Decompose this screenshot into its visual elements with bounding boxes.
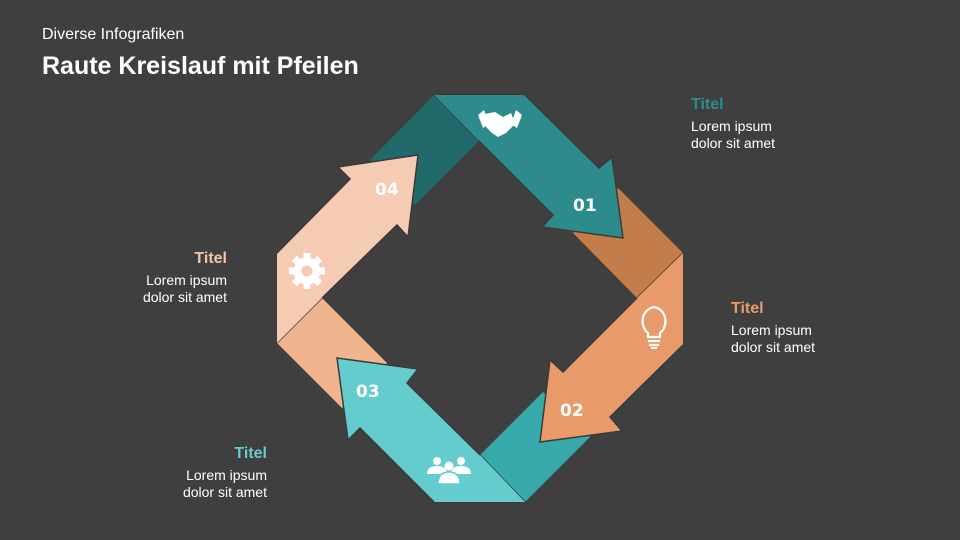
gear-icon <box>289 253 325 289</box>
step-01-number: 01 <box>573 196 597 216</box>
step-01-line2: dolor sit amet <box>691 135 776 151</box>
step-01-line1: Lorem ipsum <box>691 118 772 134</box>
step-03-number: 03 <box>356 382 380 402</box>
step-01-title: Titel <box>691 96 724 113</box>
step-04-title: Titel <box>194 250 227 267</box>
step-01-label: Titel Lorem ipsum dolor sit amet <box>691 96 775 152</box>
step-04-number: 04 <box>375 180 399 200</box>
step-02-label: Titel Lorem ipsum dolor sit amet <box>731 300 815 356</box>
handshake-icon <box>478 110 522 137</box>
step-02-line1: Lorem ipsum <box>731 322 812 338</box>
subtitle: Diverse Infografiken <box>42 26 185 43</box>
step-02-title: Titel <box>731 300 764 317</box>
people-icon <box>427 457 471 485</box>
step-04-label: Titel Lorem ipsum dolor sit amet <box>143 250 227 306</box>
step-02-line2: dolor sit amet <box>731 339 816 355</box>
step-04-line2: dolor sit amet <box>142 289 227 305</box>
page-title: Raute Kreislauf mit Pfeilen <box>42 52 359 80</box>
step-03-line2: dolor sit amet <box>182 484 267 500</box>
lightbulb-icon <box>641 305 667 350</box>
step-03-label: Titel Lorem ipsum dolor sit amet <box>183 445 267 501</box>
step-03-title: Titel <box>234 445 267 462</box>
step-03-line1: Lorem ipsum <box>186 467 267 483</box>
step-02-number: 02 <box>560 401 584 421</box>
step-04-line1: Lorem ipsum <box>146 272 227 288</box>
